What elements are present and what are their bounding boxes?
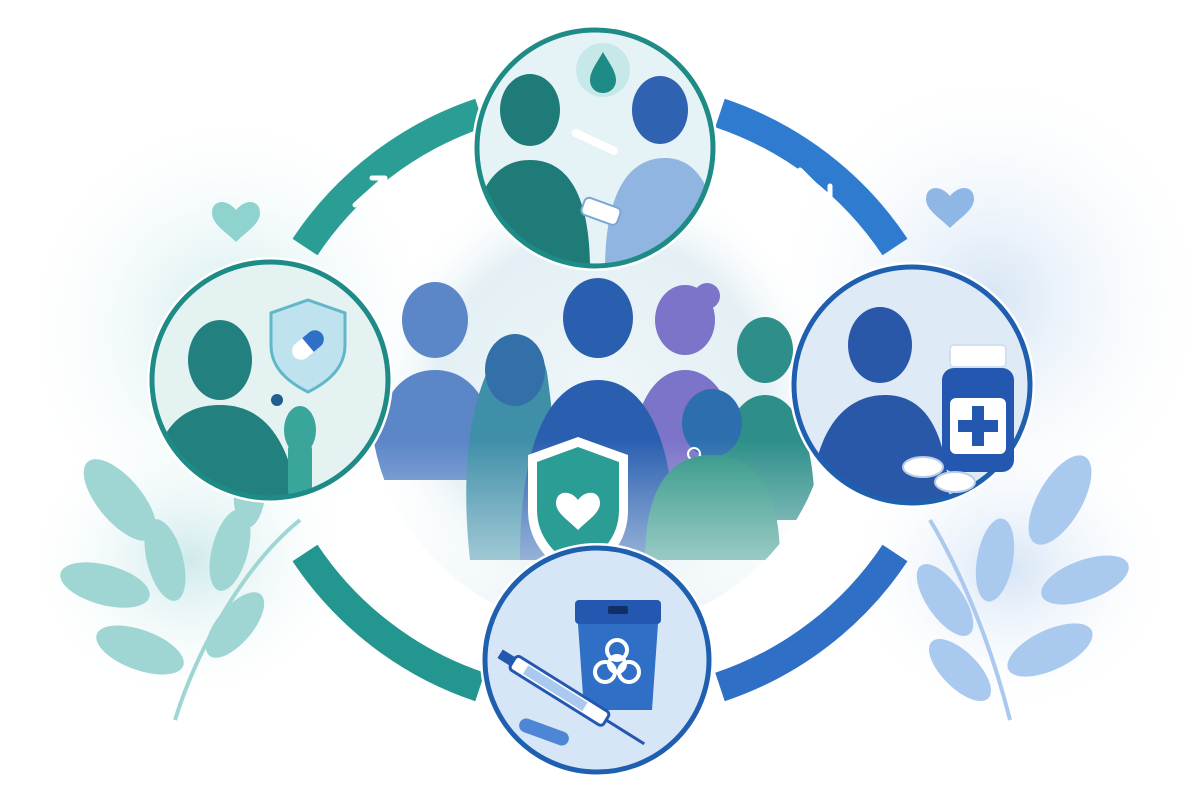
leaf-sprig-icon [60,452,302,721]
step-testing [472,25,718,271]
sharps-container [575,600,661,710]
step-treatment [789,262,1035,508]
test-device [580,196,622,226]
pill [271,394,283,406]
biohazard-icon [593,638,641,684]
blood-drop-icon [590,52,616,93]
leaf-sprig-icon [916,455,1129,721]
syringe [497,649,646,746]
heart-icon [926,188,974,228]
shield-pill-icon [269,298,347,394]
cycle-arrow-icon [339,167,833,613]
syringe-cap [519,718,569,746]
step-safe-disposal [480,543,714,777]
medicine-bottle-icon [942,344,1014,472]
cycle-ring-icon [292,98,908,702]
test-swab [571,129,619,155]
heart-icon [212,202,260,242]
step-prevention [147,257,393,503]
pill-tablets [902,456,976,493]
hand-silhouette [284,406,316,498]
